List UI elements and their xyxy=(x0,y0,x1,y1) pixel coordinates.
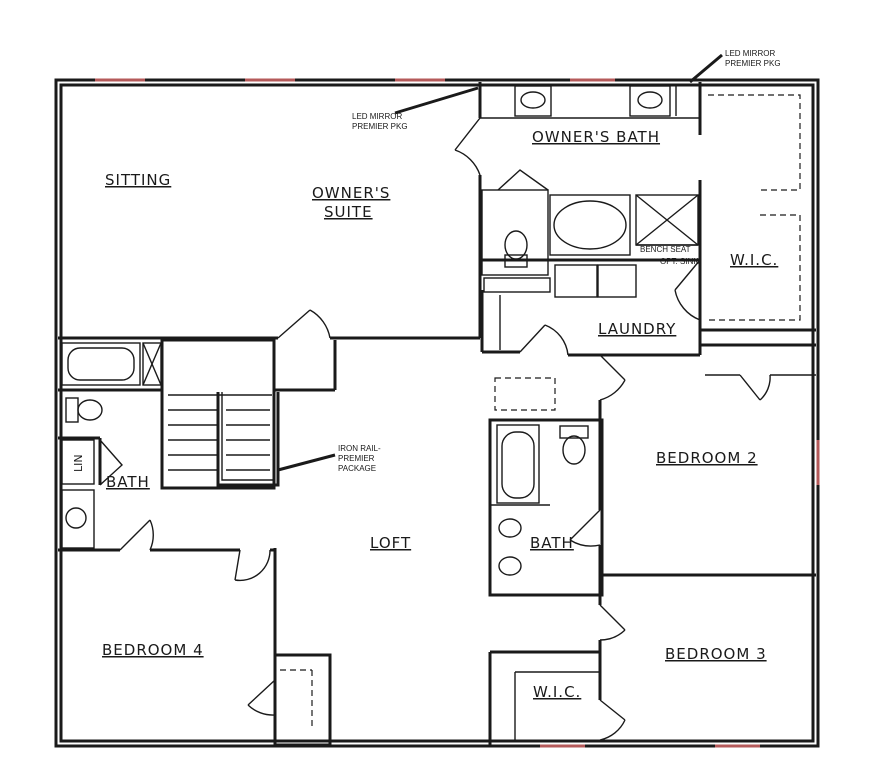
note-opt-sink: OPT. SINK xyxy=(660,257,699,266)
room-label-loft: LOFT xyxy=(370,534,411,552)
note-iron-rail-line3: PACKAGE xyxy=(338,464,376,473)
interior-walls xyxy=(58,82,816,747)
windows xyxy=(95,78,820,748)
leader-lines xyxy=(277,53,723,472)
note-bench-seat: BENCH SEAT xyxy=(640,245,691,254)
note-iron-rail-line1: IRON RAIL- xyxy=(338,444,381,453)
room-label-linen: LIN xyxy=(72,454,85,472)
room-label-bedroom-4: BEDROOM 4 xyxy=(102,641,204,659)
note-iron-rail-line2: PREMIER xyxy=(338,454,375,463)
door-swings xyxy=(99,117,771,741)
note-led-mirror-b-line1: LED MIRROR xyxy=(725,49,775,58)
room-label-wic-owner: W.I.C. xyxy=(730,251,778,269)
stairs xyxy=(168,392,280,487)
room-label-wic-bedroom-3: W.I.C. xyxy=(533,683,581,701)
fixtures xyxy=(61,85,699,576)
room-label-owners-bath: OWNER'S BATH xyxy=(532,128,660,146)
room-label-bath-left: BATH xyxy=(106,473,150,491)
room-label-bedroom-3: BEDROOM 3 xyxy=(665,645,767,663)
room-label-bedroom-2: BEDROOM 2 xyxy=(656,449,758,467)
note-led-mirror-b-line2: PREMIER PKG xyxy=(725,59,781,68)
room-label-owners-suite-line2: SUITE xyxy=(324,203,373,221)
room-label-owners-suite-line1: OWNER'S xyxy=(312,184,390,202)
room-label-bath-mid: BATH xyxy=(530,534,574,552)
note-led-mirror-a-line2: PREMIER PKG xyxy=(352,122,408,131)
note-led-mirror-a-line1: LED MIRROR xyxy=(352,112,402,121)
room-label-laundry: LAUNDRY xyxy=(598,320,676,338)
room-label-sitting: SITTING xyxy=(105,171,171,189)
